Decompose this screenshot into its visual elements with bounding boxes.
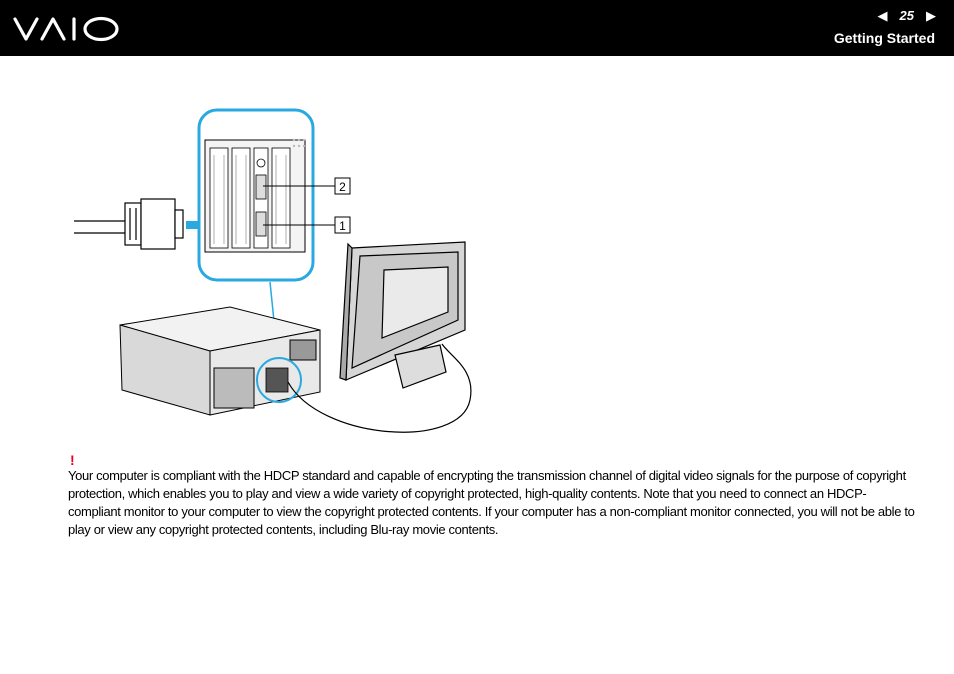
left-triangle-icon[interactable]: ◀ — [877, 8, 888, 23]
lcd-monitor — [339, 241, 466, 389]
monitor-connection-illustration: 2 1 — [74, 108, 472, 433]
dvi-cable — [74, 198, 184, 250]
monitor-cable — [287, 343, 472, 433]
callout-1: 1 — [263, 216, 351, 234]
page-header: ◀ 25 ▶ Getting Started — [0, 0, 954, 56]
page-number: 25 — [899, 8, 914, 23]
warning-mark: ! — [70, 452, 75, 468]
desktop-computer — [119, 306, 321, 416]
right-triangle-icon[interactable]: ▶ — [926, 8, 936, 23]
callout-2: 2 — [263, 177, 351, 195]
page-navigation: ◀ 25 ▶ — [878, 8, 936, 24]
hdcp-note: Your computer is compliant with the HDCP… — [68, 468, 915, 537]
connector-zoom-circle — [256, 357, 302, 403]
callout-1-label: 1 — [339, 219, 346, 233]
rear-panel-zoom — [197, 108, 315, 282]
callout-2-label: 2 — [339, 180, 346, 194]
vaio-logo — [13, 16, 119, 42]
section-title: Getting Started — [833, 30, 935, 46]
